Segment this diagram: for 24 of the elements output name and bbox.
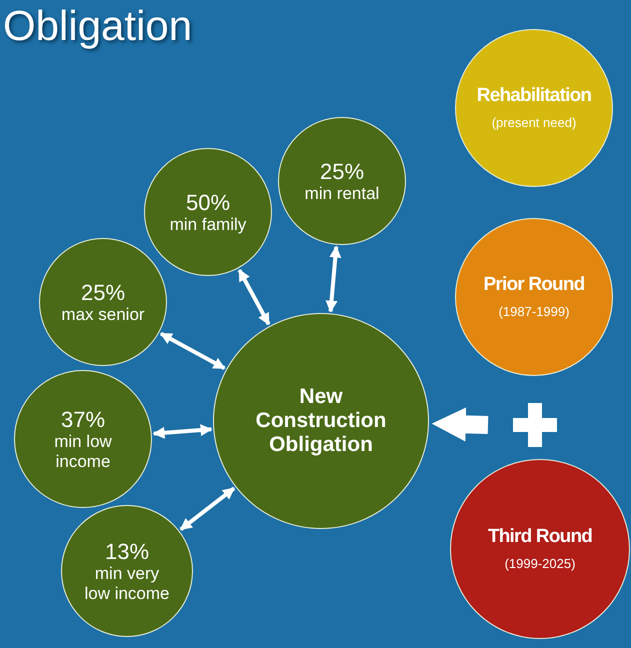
node-label: max senior [61,304,145,324]
block-arrow [432,407,488,442]
node-heading: Prior Round [484,274,584,296]
percent-value: 37% [60,406,106,432]
node-heading: Rehabilitation [476,84,592,106]
percent-value: 25% [80,280,126,305]
slide-title: Obligation [3,2,192,50]
node-heading: Third Round [488,526,592,548]
date-range: (present need) [492,116,576,132]
node-label: New Construction Obligation [254,384,388,458]
percent-value: 50% [186,190,230,215]
date-range: (1987-1999) [498,305,570,320]
node-label: min rental [304,184,380,204]
percent-value: 13% [104,538,150,564]
date-range: (1999-2025) [504,557,576,572]
percent-value: 25% [320,158,364,184]
node-label: min low income [53,432,113,472]
node-label: min family [170,214,246,234]
double-arrow [180,486,236,531]
double-arrow [160,332,226,370]
node-label: min very low income [83,564,171,604]
double-arrow [326,246,342,313]
double-arrow [152,424,212,439]
double-arrow [238,269,270,326]
